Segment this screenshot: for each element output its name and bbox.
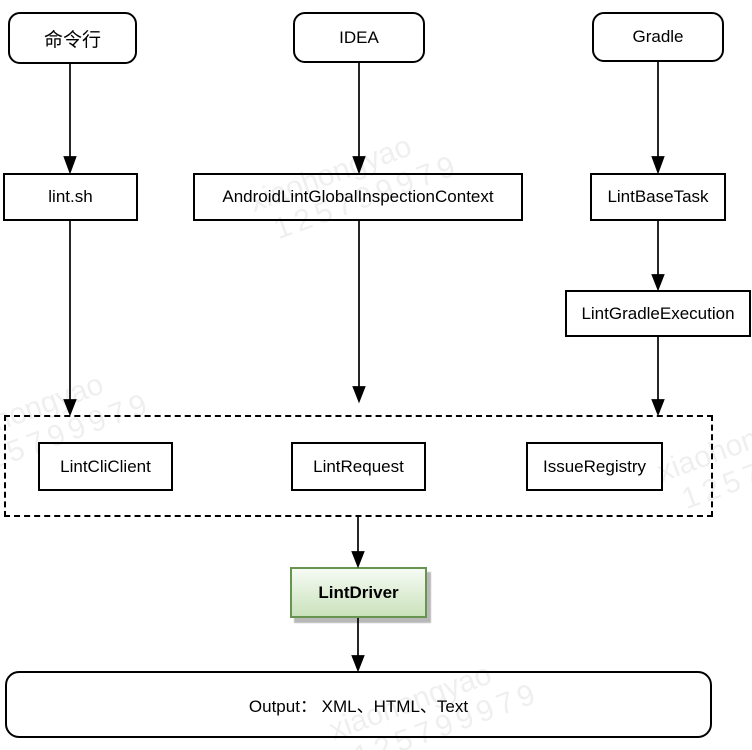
- node-gradle: Gradle: [592, 12, 724, 62]
- node-lint-base-task: LintBaseTask: [590, 173, 726, 221]
- node-lint-driver: LintDriver: [290, 567, 427, 618]
- node-output: Output： XML、HTML、Text: [5, 671, 712, 738]
- node-idea: IDEA: [293, 12, 425, 63]
- node-lint-request: LintRequest: [291, 442, 426, 491]
- dashed-group-container: [4, 415, 713, 517]
- node-lint-sh: lint.sh: [3, 173, 138, 221]
- node-android-lint-global-inspection-context: AndroidLintGlobalInspectionContext: [193, 173, 523, 221]
- node-lint-gradle-execution: LintGradleExecution: [565, 290, 751, 337]
- node-command-line: 命令行: [8, 12, 137, 64]
- node-issue-registry: IssueRegistry: [526, 442, 663, 491]
- node-lint-cli-client: LintCliClient: [38, 442, 173, 491]
- arrowhead: [63, 156, 77, 175]
